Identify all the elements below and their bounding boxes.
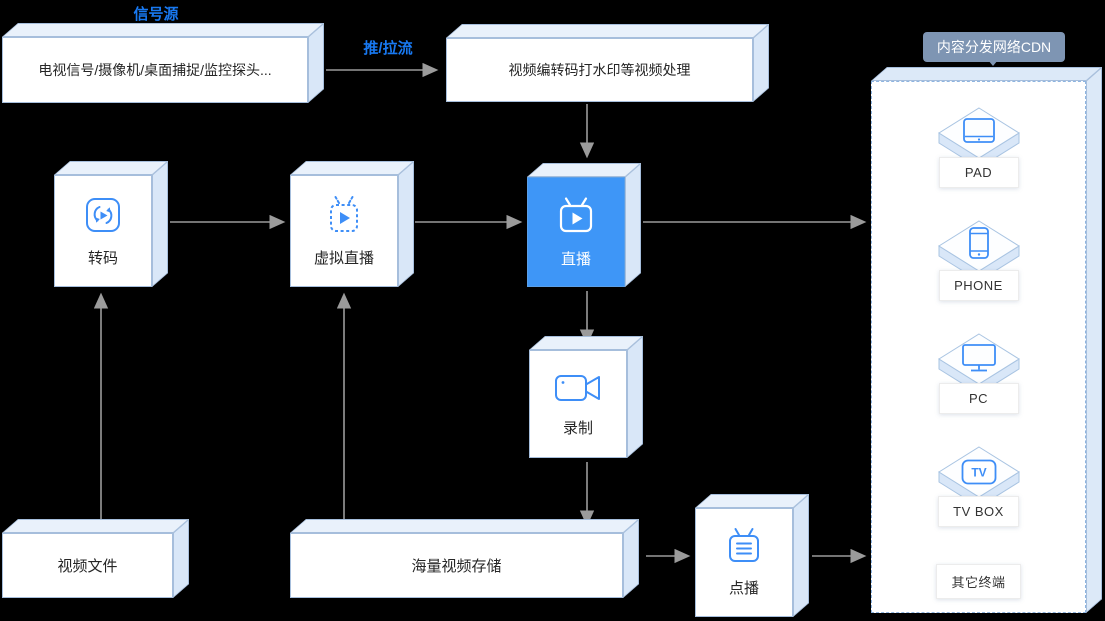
svg-text:TV: TV [971,466,986,480]
virtual-live-box-label: 虚拟直播 [313,249,374,267]
monitor-icon [961,344,996,372]
live-box-label: 直播 [560,250,591,268]
video-processing-box: 视频编转码打水印等视频处理 [446,23,770,103]
box-top-face [529,336,644,350]
signal-source-group-label: 信号源 [133,6,179,23]
record-box: 录制 [529,335,644,458]
box-right-face [173,518,189,598]
live-tv-icon [559,196,593,232]
box-top-face [290,519,640,533]
storage-box: 海量视频存储 [290,518,640,598]
video-processing-box-label: 视频编转码打水印等视频处理 [508,62,691,78]
terminal-label: PAD [938,157,1019,188]
terminal-label: 其它终端 [936,564,1021,599]
vod-box-label: 点播 [728,580,759,597]
cdn-title: 内容分发网络CDN [936,39,1052,55]
camcorder-icon [555,374,600,401]
box-right-face [625,162,641,287]
transcode-box: 转码 [54,160,169,287]
cdn-terminal-tvbox: TV TV BOX [872,446,1085,527]
cdn-terminal-pad: PAD [872,107,1085,188]
virtual-live-box: 虚拟直播 [290,160,415,287]
storage-box-label: 海量视频存储 [411,558,502,575]
cdn-container: PAD PHONE [871,66,1103,614]
cdn-terminal-pc: PC [872,333,1085,414]
box-right-face [753,23,769,103]
cdn-terminal-phone: PHONE [872,220,1085,301]
box-right-face [793,493,809,617]
terminal-label: PHONE [938,270,1019,301]
box-right-face [623,518,639,598]
push-pull-stream-label: 推/拉流 [363,40,413,57]
box-top-face [54,161,169,175]
vod-box: 点播 [695,493,810,617]
box-right-face [398,160,414,287]
virtual-live-icon [330,195,358,232]
box-right-face [308,22,324,104]
tv-icon: TV [961,459,996,485]
cdn-right-face [1086,66,1102,614]
terminal-label: PC [938,383,1019,414]
cdn-title-badge: 内容分发网络CDN [923,32,1065,66]
cdn-terminal-other: 其它终端 [872,564,1085,599]
vod-tv-icon [729,528,759,562]
signal-source-box-label: 电视信号/摄像机/桌面捕捉/监控探头... [38,62,272,78]
box-top-face [2,23,325,37]
box-top-face [446,24,770,38]
box-top-face [290,161,415,175]
transcode-box-label: 转码 [87,249,118,267]
cdn-top-face [871,67,1103,81]
signal-source-box: 电视信号/摄像机/桌面捕捉/监控探头... [2,22,325,104]
box-top-face [695,494,810,508]
box-right-face [627,335,643,458]
smartphone-icon [968,227,989,259]
live-box: 直播 [527,162,642,287]
box-top-face [527,163,642,177]
video-file-box-label: 视频文件 [57,558,118,575]
video-file-box: 视频文件 [2,518,190,598]
transcode-icon [86,197,120,232]
tablet-icon [962,118,995,143]
box-top-face [2,519,190,533]
terminal-label: TV BOX [938,496,1019,527]
record-box-label: 录制 [562,419,593,437]
box-right-face [152,160,168,287]
